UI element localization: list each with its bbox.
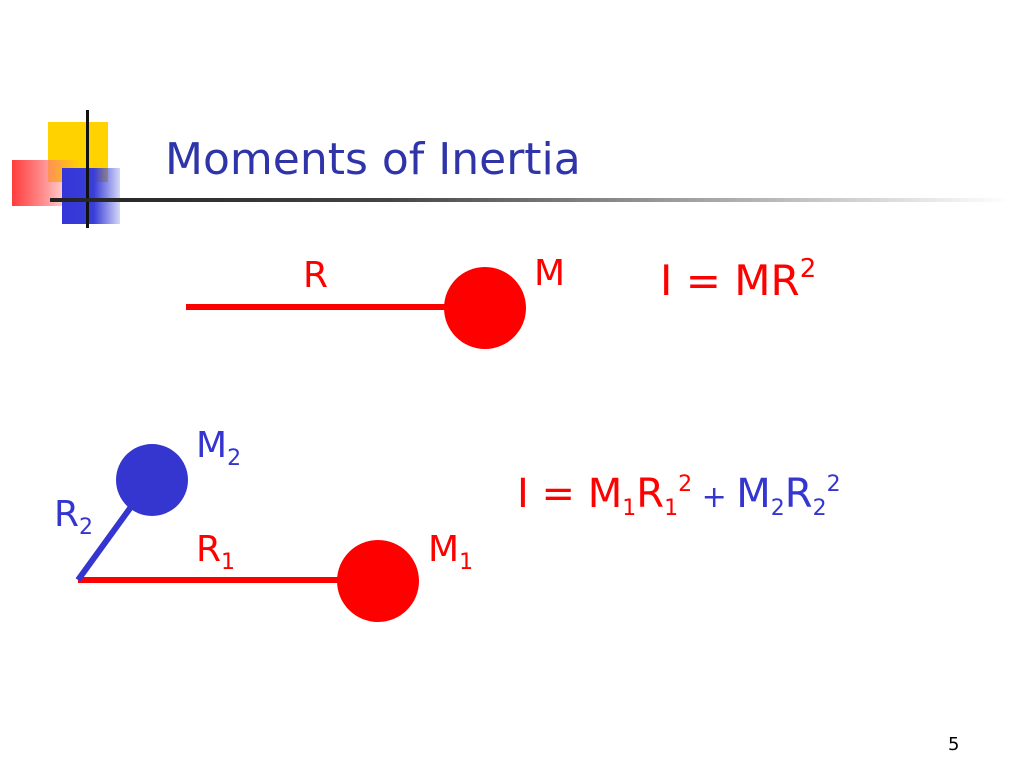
eq2-r2-sub: 2 [812,496,827,521]
m1-sub: 1 [459,550,474,575]
m2-base: M [196,425,228,466]
r2-label: R2 [54,494,93,539]
mass-label: M [534,253,566,294]
r2-base: R [54,494,80,535]
vertical-rule [86,110,89,228]
point-mass-1 [337,540,419,622]
radius-label: R [303,255,329,296]
slide-title: Moments of Inertia [165,134,581,185]
equation-single: I = MR2 [660,256,816,302]
m2-sub: 2 [227,446,242,471]
eq2-plus: + [692,480,737,515]
r2-sub: 2 [79,515,94,540]
equation-single-text: I = MR [660,256,800,305]
eq2-r1-exp: 2 [678,472,693,497]
eq2-r1-sub: 1 [664,496,679,521]
title-underline [50,198,1010,202]
eq2-r1-base: R [636,471,665,517]
point-mass [444,267,526,349]
m1-base: M [428,529,460,570]
r1-base: R [196,529,222,570]
eq2-r2-base: R [784,471,813,517]
eq2-m2-base: M [736,471,771,517]
blue-square [62,168,120,224]
eq2-m2-sub: 2 [770,496,785,521]
eq2-m1-base: M [587,471,623,517]
m2-label: M2 [196,425,241,470]
eq2-lhs: I = [517,471,588,517]
m1-label: M1 [428,529,473,574]
decorative-logo [0,100,150,240]
equation-single-exponent: 2 [799,254,817,284]
point-mass-2 [116,444,188,516]
eq2-m1-sub: 1 [622,496,637,521]
r1-label: R1 [196,529,235,574]
radius-rod-2 [75,498,139,582]
equation-two-masses: I = M1R12 + M2R22 [517,471,841,520]
r1-sub: 1 [221,550,236,575]
page-number: 5 [948,734,960,755]
eq2-r2-exp: 2 [826,472,841,497]
